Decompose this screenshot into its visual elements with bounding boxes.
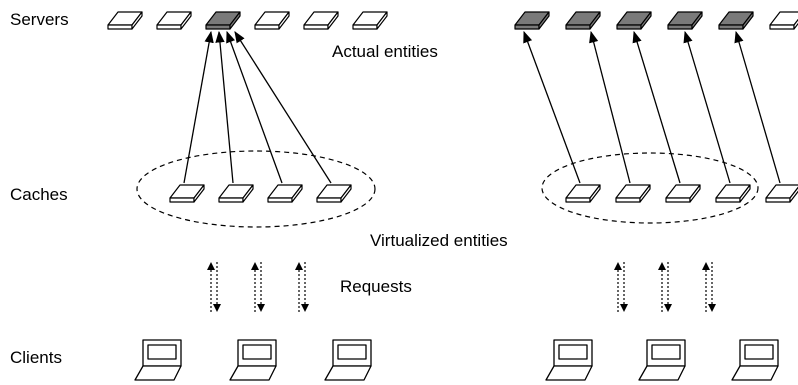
left-client-3 xyxy=(324,339,372,381)
right-cache-4 xyxy=(715,184,751,203)
left-cache-server-links xyxy=(183,30,332,184)
right-server-5 xyxy=(718,11,754,30)
left-server-5 xyxy=(303,11,339,30)
left-link-4 xyxy=(234,31,332,184)
left-server-2 xyxy=(156,11,192,30)
right-client-1 xyxy=(545,339,593,381)
virtualized-entities-label: Virtualized entities xyxy=(370,231,508,250)
right-cache-group xyxy=(541,152,759,224)
right-cache-3 xyxy=(665,184,701,203)
left-cache-1 xyxy=(169,184,205,203)
right-server-row xyxy=(514,11,798,30)
left-request-channels xyxy=(207,262,309,312)
left-server-3 xyxy=(205,11,241,30)
left-link-1 xyxy=(183,30,214,184)
right-server-1 xyxy=(514,11,550,30)
right-link-5 xyxy=(734,30,781,184)
right-server-3 xyxy=(616,11,652,30)
right-cache-server-links xyxy=(523,30,781,184)
left-cache-3 xyxy=(267,184,303,203)
left-client-row xyxy=(134,339,372,381)
left-cache-4 xyxy=(316,184,352,203)
caches-label: Caches xyxy=(10,185,68,204)
right-request-channels xyxy=(614,262,716,312)
left-server-4 xyxy=(254,11,290,30)
right-request-1 xyxy=(614,262,628,312)
right-cache-row xyxy=(565,184,798,203)
left-request-1 xyxy=(207,262,221,312)
left-cache-2 xyxy=(218,184,254,203)
right-link-2 xyxy=(589,30,631,184)
right-client-3 xyxy=(731,339,779,381)
right-link-1 xyxy=(523,30,581,184)
left-link-2 xyxy=(215,30,234,184)
right-cache-2 xyxy=(615,184,651,203)
left-request-3 xyxy=(295,262,309,312)
clients-label: Clients xyxy=(10,348,62,367)
right-client-2 xyxy=(638,339,686,381)
right-server-4 xyxy=(667,11,703,30)
actual-entities-label: Actual entities xyxy=(332,42,438,61)
left-server-1 xyxy=(107,11,143,30)
left-request-2 xyxy=(251,262,265,312)
right-server-2 xyxy=(565,11,601,30)
right-cache-1 xyxy=(565,184,601,203)
right-server-6 xyxy=(769,11,798,30)
right-link-4 xyxy=(683,30,731,184)
left-client-2 xyxy=(229,339,277,381)
servers-label: Servers xyxy=(10,10,69,29)
left-server-row xyxy=(107,11,388,30)
left-cache-row xyxy=(169,184,352,203)
right-request-2 xyxy=(658,262,672,312)
right-request-3 xyxy=(702,262,716,312)
right-cache-5 xyxy=(765,184,798,203)
right-client-row xyxy=(545,339,779,381)
left-client-1 xyxy=(134,339,182,381)
left-cache-group xyxy=(136,150,376,228)
requests-label: Requests xyxy=(340,277,412,296)
right-link-3 xyxy=(632,30,681,184)
left-server-6 xyxy=(352,11,388,30)
left-link-3 xyxy=(226,30,283,184)
